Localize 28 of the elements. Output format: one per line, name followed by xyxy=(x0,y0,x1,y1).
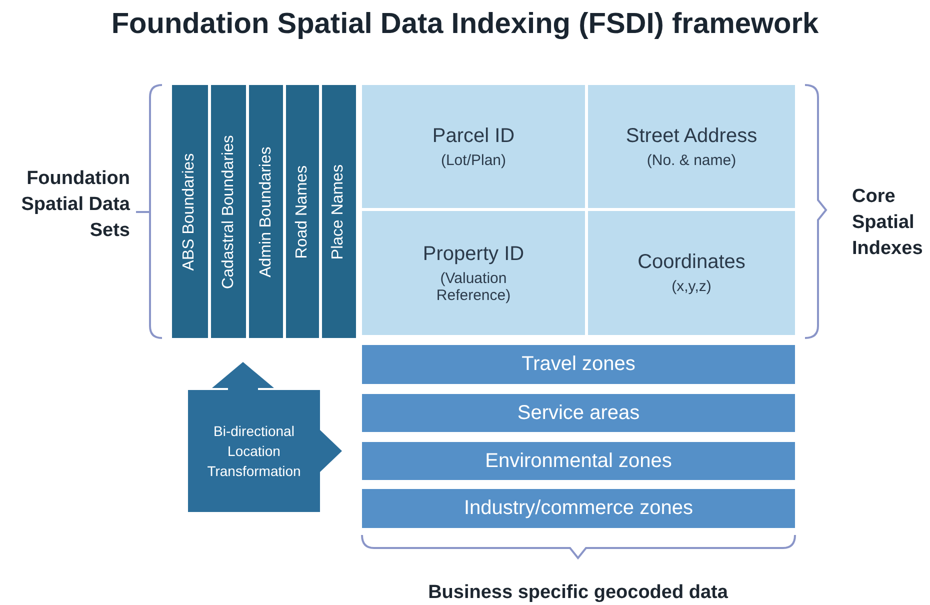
cell-subtext: (No. & name) xyxy=(646,152,738,168)
zone-bar: Travel zones xyxy=(362,345,795,384)
title: Foundation Spatial Data Indexing (FSDI) framework xyxy=(110,8,820,41)
bracket-label: Core Spatial Indexes xyxy=(852,185,924,261)
cell-heading: Property ID xyxy=(422,242,524,266)
bar-label: Cadastral Boundaries xyxy=(220,134,238,288)
bar-label: Place Names xyxy=(330,164,348,260)
zone-bar: Service areas xyxy=(362,394,795,432)
bar-label: Admin Boundaries xyxy=(257,146,275,277)
cell-heading: Street Address xyxy=(626,124,758,148)
zone-bar: Environmental zones xyxy=(362,442,795,480)
zone-bar: Industry/commerce zones xyxy=(362,489,795,528)
vertical-bar xyxy=(249,85,283,338)
bar-label: ABS Boundaries xyxy=(181,152,199,270)
bar-label: Road Names xyxy=(294,164,312,258)
vertical-bar xyxy=(211,85,246,338)
vertical-bar xyxy=(172,85,208,338)
cell-subtext: (Lot/Plan) xyxy=(440,152,508,168)
bracket-label: Business specific geocoded data xyxy=(427,581,729,605)
arrow-callout-shape xyxy=(188,362,342,512)
cell-heading: Coordinates xyxy=(638,251,746,274)
vertical-bar xyxy=(322,85,356,338)
cell-subtext: (x,y,z) xyxy=(670,278,712,295)
cell-heading: Parcel ID xyxy=(432,124,515,148)
callout-text: Bi-directional Location Transformation xyxy=(206,422,302,481)
vertical-bar xyxy=(286,85,319,338)
cell-subtext: (Valuation Reference) xyxy=(435,270,512,304)
bracket-label: Foundation Spatial Data Sets xyxy=(20,167,130,243)
